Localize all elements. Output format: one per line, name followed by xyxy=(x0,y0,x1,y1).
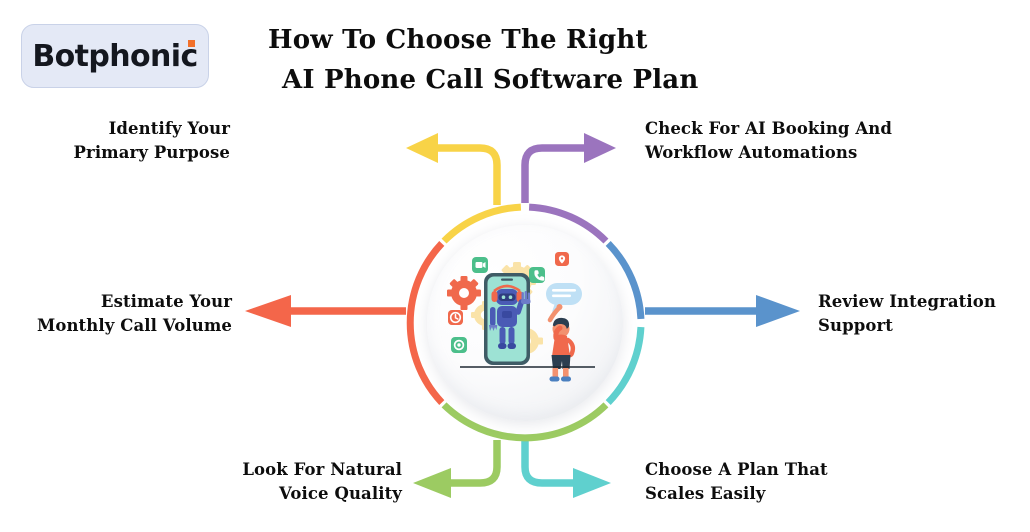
step-label-line-2: Workflow Automations xyxy=(645,143,858,162)
step-label-identify-primary-purpose: Identify Your Primary Purpose xyxy=(74,117,230,165)
arrowhead-right-icon xyxy=(756,295,800,327)
step-label-check-ai-booking: Check For AI Booking And Workflow Automa… xyxy=(645,117,892,165)
ring-segment-plan-scales xyxy=(605,326,645,406)
ai-phone-call-illustration xyxy=(447,252,595,382)
step-label-line-1: Identify Your xyxy=(108,119,230,138)
page-title-line-2: AI Phone Call Software Plan xyxy=(282,65,699,95)
step-label-line-1: Review Integration xyxy=(818,292,996,311)
robot-waving-hand xyxy=(521,291,531,304)
brand-logo-label: Botphonic xyxy=(32,38,198,74)
connector-natural-voice-quality xyxy=(413,440,501,498)
page-title: How To Choose The Right AI Phone Call So… xyxy=(268,20,788,100)
ring-segment-estimate-volume xyxy=(406,241,445,405)
step-label-review-integration-support: Review Integration Support xyxy=(818,290,996,338)
arrowhead-left-icon xyxy=(245,295,291,327)
gear-hole xyxy=(459,288,469,298)
arrowhead-left-icon xyxy=(413,468,451,498)
connector-plan-that-scales xyxy=(521,440,611,498)
step-label-line-2: Support xyxy=(818,316,894,335)
step-label-plan-that-scales: Choose A Plan That Scales Easily xyxy=(645,458,828,506)
ring-segment-check-booking xyxy=(528,203,609,244)
brand-logo-accent-dot-icon xyxy=(187,39,195,47)
floating-app-icons-group xyxy=(448,252,569,353)
step-label-line-1: Look For Natural xyxy=(242,460,402,479)
arrowhead-right-icon xyxy=(584,133,616,163)
hub-segmented-ring xyxy=(406,203,645,442)
step-label-line-2: Primary Purpose xyxy=(73,143,230,162)
step-label-natural-voice-quality: Look For Natural Voice Quality xyxy=(242,458,402,506)
brand-logo-badge[interactable]: Botphonic xyxy=(21,24,209,88)
ai-robot-avatar xyxy=(489,284,531,349)
brand-logo-text: Botphonic xyxy=(32,38,198,74)
arrowhead-left-icon xyxy=(406,133,438,163)
step-label-line-1: Check For AI Booking And xyxy=(645,119,893,138)
person-character xyxy=(547,304,576,382)
connector-review-integration-support xyxy=(645,295,800,327)
arrowhead-right-icon xyxy=(573,468,611,498)
step-label-line-2: Scales Easily xyxy=(645,484,766,503)
step-label-line-2: Monthly Call Volume xyxy=(36,316,232,335)
ring-segment-review-support xyxy=(605,240,645,320)
connector-identify-primary-purpose xyxy=(406,133,501,205)
ring-segment-voice-quality xyxy=(441,402,609,442)
step-label-estimate-call-volume: Estimate Your Monthly Call Volume xyxy=(37,290,232,338)
step-label-line-1: Choose A Plan That xyxy=(645,460,828,479)
chat-speech-bubble xyxy=(546,283,582,312)
connector-estimate-call-volume xyxy=(245,295,406,327)
central-hub xyxy=(405,203,645,443)
connector-check-ai-booking xyxy=(521,133,616,203)
step-label-line-2: Voice Quality xyxy=(279,484,402,503)
page-title-line-1: How To Choose The Right xyxy=(268,25,648,55)
step-label-line-1: Estimate Your xyxy=(100,292,232,311)
ring-segment-identify xyxy=(441,203,522,244)
